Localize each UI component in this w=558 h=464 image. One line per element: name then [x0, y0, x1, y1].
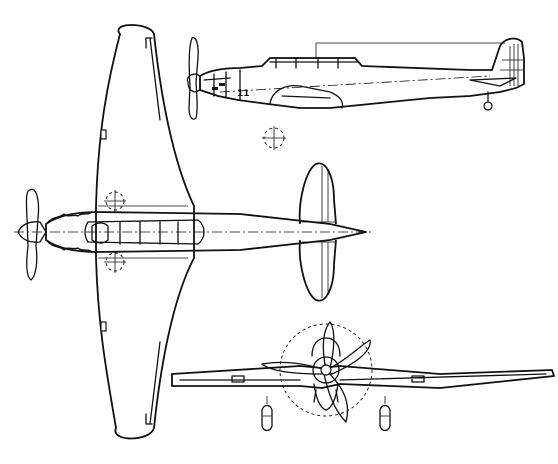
front-propeller-disc [279, 323, 373, 417]
front-landing-gear [313, 389, 339, 403]
top-wing-root [98, 205, 188, 259]
top-elevator-ribs [302, 166, 336, 298]
top-exhaust-stack [47, 211, 93, 253]
side-canopy [261, 57, 363, 69]
top-canopy [84, 219, 205, 245]
side-exhaust-1 [219, 83, 225, 86]
side-exhaust-2 [212, 87, 218, 90]
front-wing-pod-left [261, 396, 273, 432]
top-horizontal-tail [298, 162, 337, 302]
side-fuselage [199, 37, 525, 109]
top-view [14, 24, 372, 440]
top-cg-symbol-lower [104, 251, 126, 273]
top-cg-symbol-upper [104, 190, 126, 212]
side-cowling [203, 69, 241, 101]
front-view [171, 321, 555, 432]
front-wing-panels [179, 373, 547, 383]
top-wing-panel-1 [100, 129, 107, 140]
front-fuselage [311, 337, 341, 411]
side-aerial-line [315, 42, 505, 58]
top-aileron-right [145, 341, 161, 425]
top-wing-panel-2 [100, 321, 107, 332]
front-cowling [312, 356, 340, 384]
top-aileron-left [145, 37, 161, 121]
top-canopy-frames [91, 221, 179, 245]
top-propeller [25, 188, 40, 281]
front-wing [171, 365, 555, 389]
front-propeller-blades [261, 321, 371, 423]
side-view: 11 [186, 37, 525, 150]
side-propeller [188, 37, 199, 120]
side-stabiliser [469, 77, 517, 87]
side-fuselage-marking: 11 [237, 89, 250, 99]
side-radiator [269, 84, 344, 109]
side-tailwheel [483, 101, 493, 111]
top-wing [95, 24, 195, 440]
front-wing-pod-right [379, 396, 391, 432]
front-spinner [320, 364, 332, 376]
side-datum-line [219, 75, 491, 93]
side-rudder-ribs [500, 44, 524, 86]
side-cg-symbol [262, 126, 286, 150]
